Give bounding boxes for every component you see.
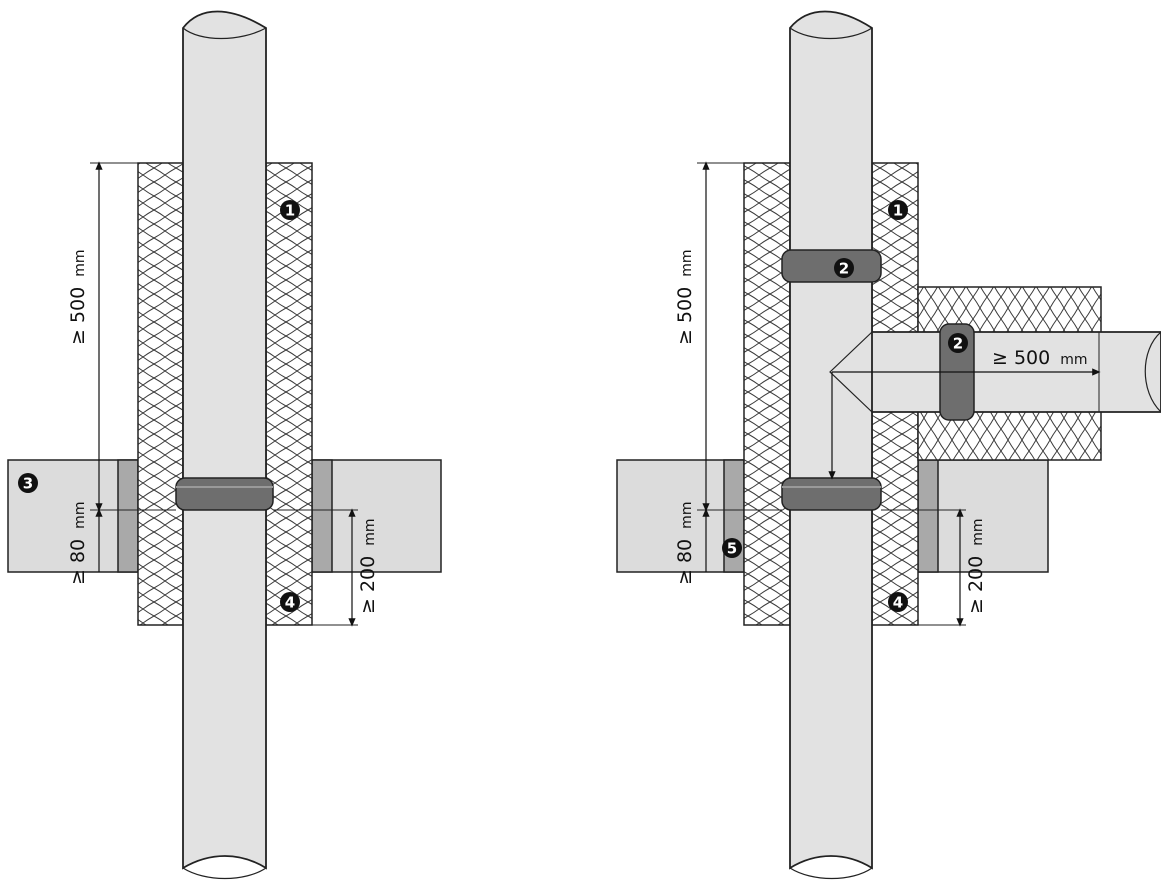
right-below-unit: mm bbox=[970, 518, 986, 545]
right-sleeve-right bbox=[917, 459, 939, 573]
left-marker-4-text: 4 bbox=[285, 594, 295, 612]
svg-text:≥ 500 mm: ≥ 500 mm bbox=[674, 249, 696, 345]
left-height-label: ≥ 500 bbox=[67, 287, 89, 345]
right-collar-top bbox=[781, 249, 882, 283]
svg-text:≥ 200 mm: ≥ 200 mm bbox=[357, 518, 379, 614]
left-detail: ≥ 500 mm ≥ 80 mm ≥ 200 mm 1 3 4 bbox=[7, 10, 442, 880]
right-marker-1-text: 1 bbox=[893, 202, 903, 220]
right-collar-bottom bbox=[781, 477, 882, 511]
left-slab-unit: mm bbox=[72, 502, 88, 529]
svg-text:≥ 500 mm: ≥ 500 mm bbox=[992, 347, 1088, 369]
svg-text:≥ 500 mm: ≥ 500 mm bbox=[67, 249, 89, 345]
left-slab-label: ≥ 80 bbox=[67, 539, 89, 585]
right-slab-unit: mm bbox=[679, 502, 695, 529]
right-marker-2-collar-top: 2 bbox=[834, 258, 854, 278]
left-marker-3-text: 3 bbox=[23, 475, 33, 493]
left-below-label: ≥ 200 bbox=[357, 556, 379, 614]
right-slab-label: ≥ 80 bbox=[674, 539, 696, 585]
left-sleeve-left bbox=[117, 459, 139, 573]
right-branch-unit: mm bbox=[1060, 352, 1087, 368]
left-marker-3-slab: 3 bbox=[18, 473, 38, 493]
left-height-unit: mm bbox=[72, 249, 88, 276]
right-height-label: ≥ 500 bbox=[674, 287, 696, 345]
right-marker-2b-text: 2 bbox=[953, 335, 963, 353]
left-sleeve-right bbox=[311, 459, 333, 573]
svg-text:≥ 200 mm: ≥ 200 mm bbox=[965, 518, 987, 614]
svg-text:≥ 80 mm: ≥ 80 mm bbox=[674, 502, 696, 585]
right-marker-4-sleeve: 4 bbox=[888, 592, 908, 612]
left-marker-1-insulation: 1 bbox=[280, 200, 300, 220]
right-pipe bbox=[789, 10, 873, 870]
left-marker-4-sleeve: 4 bbox=[280, 592, 300, 612]
left-pipe bbox=[182, 10, 267, 870]
right-detail: ≥ 500 mm ≥ 80 mm ≥ 200 mm ≥ 500 mm 1 2 2 bbox=[616, 10, 1161, 880]
right-marker-1-insulation: 1 bbox=[888, 200, 908, 220]
right-below-label: ≥ 200 bbox=[965, 556, 987, 614]
right-marker-5-filler: 5 bbox=[722, 538, 742, 558]
right-marker-5-text: 5 bbox=[727, 540, 737, 558]
left-below-unit: mm bbox=[362, 518, 378, 545]
right-marker-2-collar-branch: 2 bbox=[948, 333, 968, 353]
right-marker-2-text: 2 bbox=[839, 260, 849, 278]
left-marker-1-text: 1 bbox=[285, 202, 295, 220]
svg-text:≥ 80 mm: ≥ 80 mm bbox=[67, 502, 89, 585]
right-branch-label: ≥ 500 bbox=[992, 347, 1050, 369]
right-insulation-left bbox=[743, 162, 791, 626]
left-insulation-right bbox=[265, 162, 313, 626]
left-collar bbox=[175, 477, 274, 511]
right-height-unit: mm bbox=[679, 249, 695, 276]
left-insulation-left bbox=[137, 162, 184, 626]
right-marker-4-text: 4 bbox=[893, 594, 903, 612]
